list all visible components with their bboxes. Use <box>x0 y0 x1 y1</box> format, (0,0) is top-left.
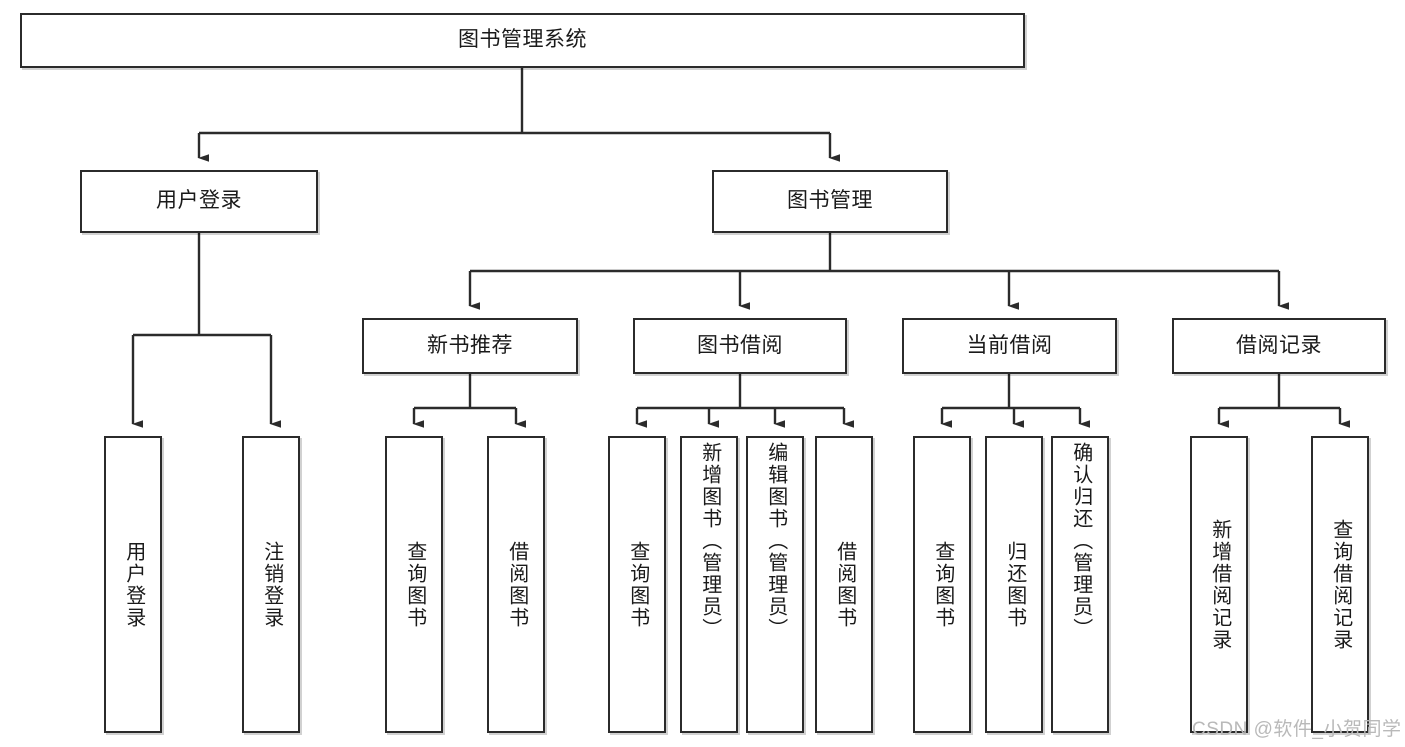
node-leaf-confirm-return-admin[interactable]: 确认归还（管理员） <box>1051 436 1109 733</box>
node-borrow-record[interactable]: 借阅记录 <box>1172 318 1386 374</box>
connector-group-borrow-record <box>1217 374 1350 428</box>
node-leaf-borrow-book-1-label: 借阅图书 <box>505 540 528 629</box>
node-leaf-borrow-book-2[interactable]: 借阅图书 <box>815 436 873 733</box>
node-book-manage-label: 图书管理 <box>787 189 873 213</box>
node-leaf-user-logout[interactable]: 注销登录 <box>242 436 300 733</box>
node-leaf-add-book-admin[interactable]: 新增图书（管理员） <box>680 436 738 733</box>
node-leaf-edit-book-admin[interactable]: 编辑图书（管理员） <box>746 436 804 733</box>
node-book-manage[interactable]: 图书管理 <box>712 170 948 233</box>
node-leaf-user-logout-label: 注销登录 <box>260 540 283 629</box>
node-borrow-record-label: 借阅记录 <box>1236 333 1322 357</box>
node-root[interactable]: 图书管理系统 <box>20 13 1025 68</box>
node-leaf-edit-book-admin-label: 编辑图书（管理员） <box>764 442 787 640</box>
node-leaf-query-borrow-record[interactable]: 查询借阅记录 <box>1311 436 1369 733</box>
node-leaf-add-book-admin-label: 新增图书（管理员） <box>698 442 721 640</box>
node-current-borrow[interactable]: 当前借阅 <box>902 318 1117 374</box>
node-leaf-add-borrow-record-label: 新增借阅记录 <box>1208 518 1231 651</box>
node-leaf-query-book-2-label: 查询图书 <box>626 540 649 629</box>
connector-group-user-login <box>131 233 281 428</box>
node-leaf-return-book[interactable]: 归还图书 <box>985 436 1043 733</box>
node-leaf-query-book-2[interactable]: 查询图书 <box>608 436 666 733</box>
node-leaf-query-book-3-label: 查询图书 <box>931 540 954 629</box>
node-user-login[interactable]: 用户登录 <box>80 170 318 233</box>
node-user-login-label: 用户登录 <box>156 189 242 213</box>
node-root-label: 图书管理系统 <box>458 28 587 52</box>
node-book-borrow-label: 图书借阅 <box>697 333 783 357</box>
node-leaf-add-borrow-record[interactable]: 新增借阅记录 <box>1190 436 1248 733</box>
node-leaf-query-book-1[interactable]: 查询图书 <box>385 436 443 733</box>
node-book-borrow[interactable]: 图书借阅 <box>633 318 847 374</box>
connector-group-new-book-recommend <box>412 374 526 428</box>
connector-group-book-borrow <box>635 374 854 428</box>
connector-group-current-borrow <box>940 374 1090 428</box>
node-new-book-recommend[interactable]: 新书推荐 <box>362 318 578 374</box>
node-leaf-user-login-label: 用户登录 <box>122 540 145 629</box>
node-leaf-borrow-book-1[interactable]: 借阅图书 <box>487 436 545 733</box>
node-leaf-confirm-return-admin-label: 确认归还（管理员） <box>1069 442 1092 640</box>
node-current-borrow-label: 当前借阅 <box>966 333 1053 357</box>
connector-group-book-manage <box>468 233 1289 310</box>
node-leaf-query-borrow-record-label: 查询借阅记录 <box>1329 518 1352 651</box>
node-leaf-query-book-1-label: 查询图书 <box>403 540 426 629</box>
node-leaf-borrow-book-2-label: 借阅图书 <box>833 540 856 629</box>
connector-group-root <box>197 68 840 162</box>
node-leaf-user-login[interactable]: 用户登录 <box>104 436 162 733</box>
node-leaf-query-book-3[interactable]: 查询图书 <box>913 436 971 733</box>
node-leaf-return-book-label: 归还图书 <box>1003 540 1026 629</box>
node-new-book-recommend-label: 新书推荐 <box>427 333 513 357</box>
